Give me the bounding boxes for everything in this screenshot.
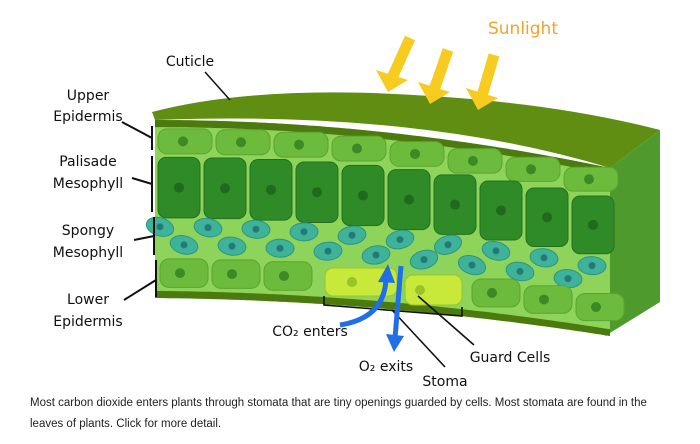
cell-nucleus — [324, 247, 332, 255]
svg-text:Palisade: Palisade — [59, 154, 117, 170]
lower-epidermis-label: Lower Epidermis — [53, 292, 122, 330]
guard-cell-left — [324, 267, 398, 297]
cell-nucleus — [496, 205, 506, 216]
cell-nucleus — [404, 194, 414, 205]
cell-nucleus — [228, 242, 236, 250]
cuticle-lower — [155, 290, 610, 336]
sunlight-label: Sunlight — [488, 19, 558, 39]
cuticle-label: Cuticle — [166, 54, 214, 70]
cell-nucleus — [372, 251, 380, 259]
cell-nucleus — [279, 270, 289, 281]
cell-nucleus — [542, 212, 552, 223]
sunlight-arrows — [376, 35, 500, 110]
gas-arrows — [339, 264, 404, 352]
cell-nucleus — [300, 228, 308, 236]
leaf-body — [145, 92, 660, 336]
cell-nucleus — [348, 231, 356, 239]
cell-nucleus — [312, 187, 322, 198]
cell-nucleus — [516, 267, 524, 275]
cell-nucleus — [492, 247, 500, 255]
leaf-side-face — [605, 130, 660, 336]
sunlight-arrowhead-icon — [418, 82, 450, 104]
caption-link[interactable]: Most carbon dioxide enters plants throug… — [30, 397, 647, 430]
cell-nucleus — [487, 287, 497, 298]
co2-enters-label: CO₂ enters — [272, 324, 348, 340]
cell-nucleus — [415, 285, 425, 295]
cell-nucleus — [539, 294, 549, 305]
guard-cell-right — [404, 274, 463, 306]
cell-nucleus — [450, 199, 460, 210]
layer-brackets — [121, 121, 157, 301]
sunlight-arrow — [386, 35, 416, 81]
cell-nucleus — [591, 302, 601, 313]
cell-nucleus — [294, 139, 304, 150]
sunlight-arrow — [476, 53, 500, 98]
cell-nucleus — [174, 182, 184, 193]
guard-cells-label: Guard Cells — [470, 350, 551, 366]
svg-text:Spongy: Spongy — [62, 223, 114, 239]
cell-nucleus — [236, 137, 246, 148]
svg-text:Mesophyll: Mesophyll — [53, 176, 123, 192]
cell-nucleus — [564, 275, 572, 283]
cell-nucleus — [444, 241, 452, 249]
cuticle-upper — [155, 120, 610, 175]
cell-nucleus — [358, 190, 368, 201]
svg-text:Lower: Lower — [67, 292, 109, 308]
stoma-bracket — [323, 295, 475, 368]
cell-nucleus — [468, 155, 478, 166]
cell-nucleus — [204, 224, 212, 232]
svg-text:Mesophyll: Mesophyll — [53, 245, 123, 261]
cell-nucleus — [588, 262, 596, 270]
cell-nucleus — [156, 223, 164, 231]
co2-arrow — [339, 277, 389, 328]
cell-nucleus — [227, 269, 237, 280]
palisade-mesophyll-label: Palisade Mesophyll — [53, 154, 123, 192]
cell-nucleus — [175, 268, 185, 279]
cell-nucleus — [526, 164, 536, 175]
spongy-mesophyll-label: Spongy Mesophyll — [53, 223, 123, 261]
cell-nucleus — [266, 184, 276, 195]
svg-text:Epidermis: Epidermis — [53, 314, 122, 330]
cell-nucleus — [410, 148, 420, 159]
sunlight-arrow — [428, 48, 454, 92]
cuticle-top-surface — [152, 92, 660, 168]
cell-nucleus — [584, 174, 594, 185]
o2-arrowhead-icon — [386, 334, 404, 352]
cell-nucleus — [220, 183, 230, 194]
cell-nucleus — [468, 261, 476, 269]
svg-text:Epidermis: Epidermis — [53, 109, 122, 125]
cell-nucleus — [276, 244, 284, 252]
cell-nucleus — [540, 254, 548, 262]
upper-epidermis-label: Upper Epidermis — [53, 88, 122, 125]
co2-arrowhead-icon — [378, 264, 395, 283]
sunlight-arrowhead-icon — [376, 70, 408, 92]
cell-nucleus — [180, 241, 188, 249]
cell-nucleus — [347, 277, 357, 287]
sunlight-arrowhead-icon — [466, 88, 498, 110]
stoma-label: Stoma — [422, 374, 467, 390]
cell-nucleus — [352, 143, 362, 154]
cuticle-pointer — [204, 71, 231, 101]
svg-text:Upper: Upper — [67, 88, 110, 104]
cell-nucleus — [588, 219, 598, 230]
o2-arrow — [392, 265, 404, 339]
cell-nucleus — [420, 256, 428, 264]
o2-exits-label: O₂ exits — [359, 359, 413, 375]
cell-nucleus — [396, 236, 404, 244]
cell-nucleus — [178, 136, 188, 147]
cell-nucleus — [252, 225, 260, 233]
